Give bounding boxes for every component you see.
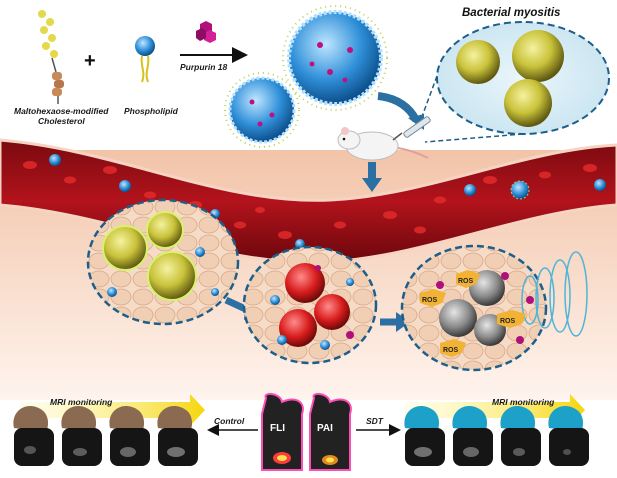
label-control: Control [214,416,245,426]
ros-label-4: ROS [443,347,459,354]
sdt-mice [404,406,589,466]
panel-fli: FLI [261,392,304,471]
label-cholesterol: Maltohexaose-modified Cholesterol [14,106,111,126]
sdt-mouse-1 [404,406,445,466]
ros-label-1: ROS [422,297,438,304]
liposome-small [224,72,300,148]
title-bacterial-myositis: Bacterial myositis [462,7,560,19]
phospholipid-molecule [135,36,155,83]
label-purpurin: Purpurin 18 [180,62,228,72]
inset-bacteria [456,30,564,127]
ros-label-3: ROS [500,318,516,325]
injection-arrow [377,92,420,122]
syringe-icon [392,116,431,141]
ultrasound-waves-icon [521,251,588,337]
stage-accumulation [242,245,378,365]
label-fli: FLI [270,423,285,434]
control-mice [13,406,198,466]
liposome-large [282,5,388,111]
circulating-nanoparticles [49,154,606,249]
stage-infection [86,198,240,326]
mri-arrow-right [405,394,585,426]
label-mri-monitoring-right: MRI monitoring [492,397,555,407]
sdt-mouse-4 [548,406,589,466]
arrow-stage-2-3 [380,312,410,332]
purpurin-molecule-icon [196,21,216,43]
stage-sdt [400,244,548,372]
mouse-injection [337,127,429,161]
sdt-mouse-2 [452,406,493,466]
label-phospholipid: Phospholipid [124,106,179,116]
ros-label-2: ROS [458,278,474,285]
circulation-arrow-head [362,178,382,192]
control-mouse-3 [109,406,150,466]
cholesterol-molecule [38,10,64,104]
plus-sign: + [84,50,96,72]
sdt-mouse-3 [500,406,541,466]
ros-markers: ROS ROS ROS ROS [420,270,526,357]
label-sdt: SDT [366,416,384,426]
label-mri-monitoring-left: MRI monitoring [50,397,113,407]
panel-pai: PAI [309,392,352,471]
control-mouse-1 [13,406,54,466]
control-mouse-4 [157,406,198,466]
control-mouse-2 [61,406,102,466]
label-pai: PAI [317,423,333,434]
inset-leader-bottom [424,133,524,143]
